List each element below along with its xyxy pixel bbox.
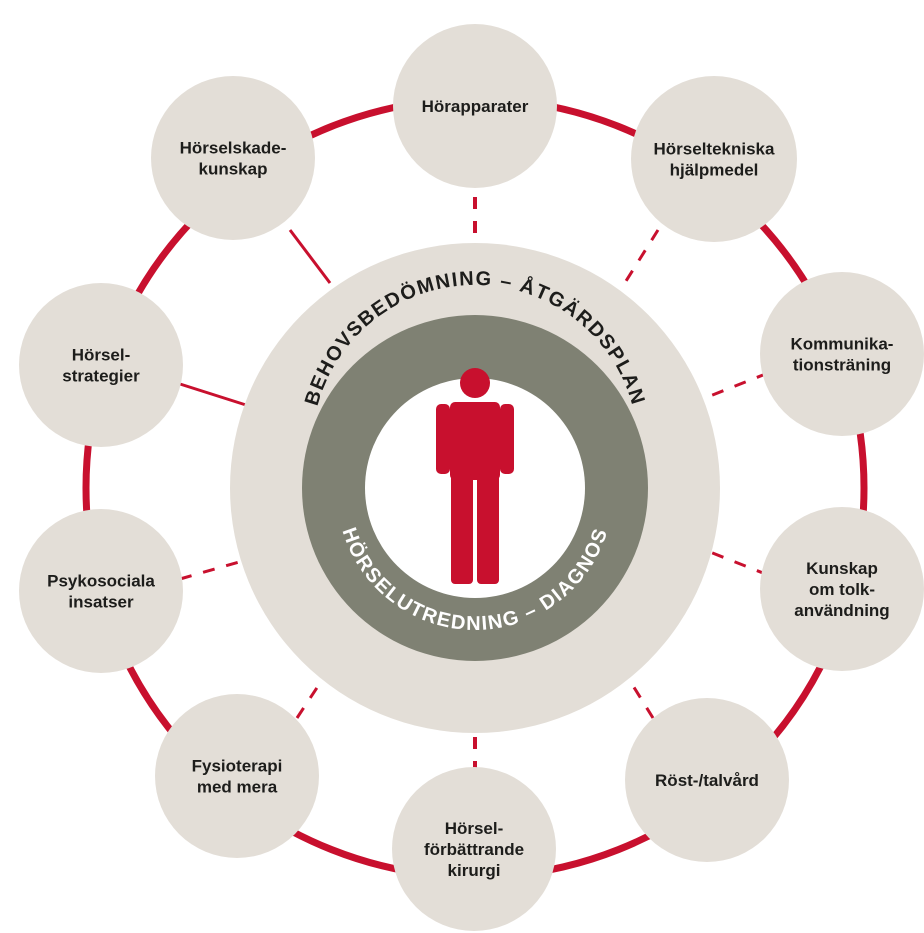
node-circle <box>19 283 183 447</box>
node-label: Hörsel-förbättrande kirurgi <box>424 819 524 880</box>
node-label: Hörapparater <box>422 97 529 116</box>
node-horapparater: Hörapparater <box>393 24 557 188</box>
node-label-line: strategier <box>62 367 140 386</box>
node-label: Hörsel-strategier <box>62 346 140 386</box>
node-label: Psykosociala insatser <box>47 572 155 612</box>
node-horselstrategier: Hörsel-strategier <box>19 283 183 447</box>
node-label-line: tionsträning <box>793 356 891 375</box>
node-label: Kommunika-tionsträning <box>791 335 894 375</box>
node-label-line: Hörselskade- <box>180 139 287 158</box>
node-kommunikationstraning: Kommunika-tionsträning <box>760 272 924 436</box>
center-disc <box>365 378 585 598</box>
node-label: Röst-/talvård <box>655 771 759 790</box>
spoke-horseltekniska <box>614 229 660 298</box>
node-psykosociala-insatser: Psykosociala insatser <box>19 509 183 673</box>
node-horselskadekunskap: Hörselskade-kunskap <box>151 76 315 240</box>
node-circle <box>393 24 557 188</box>
node-circle <box>631 76 797 242</box>
spoke-horselskadekunskap <box>288 229 332 284</box>
node-label-line: Hörsel- <box>445 819 504 838</box>
node-label-line: insatser <box>68 593 134 612</box>
node-label-line: kirurgi <box>448 861 501 880</box>
node-circle <box>392 767 556 931</box>
person-icon <box>436 368 514 584</box>
spoke-kommunikation <box>704 371 769 400</box>
node-label-line: kunskap <box>199 160 268 179</box>
node-label-line: Röst-/talvård <box>655 771 759 790</box>
node-label-line: Kunskap <box>806 559 878 578</box>
node-label-line: Psykosociala <box>47 572 155 591</box>
node-label-line: Kommunika- <box>791 335 894 354</box>
node-circle <box>151 76 315 240</box>
node-kunskap-om-tolkanvandning: Kunskap om tolk-användning <box>760 507 924 671</box>
node-label: Kunskap om tolk-användning <box>794 559 889 620</box>
node-circle <box>19 509 183 673</box>
node-rost-talvard: Röst-/talvård <box>625 698 789 862</box>
node-horseltekniska-hjalpmedel: Hörseltekniska hjälpmedel <box>631 76 797 242</box>
node-label: Fysioterapi med mera <box>192 757 283 797</box>
node-label-line: förbättrande <box>424 840 524 859</box>
spoke-horselstrategier <box>179 382 247 407</box>
node-horselforbattrande-kirurgi: Hörsel-förbättrande kirurgi <box>392 767 556 931</box>
node-circle <box>760 272 924 436</box>
node-fysioterapi-med-mera: Fysioterapi med mera <box>155 694 319 858</box>
node-label-line: Hörapparater <box>422 97 529 116</box>
spoke-psykosociala <box>179 558 247 581</box>
node-circle <box>625 698 789 862</box>
node-label-line: användning <box>794 601 889 620</box>
spoke-tolkanvandning <box>704 548 769 577</box>
node-circle <box>760 507 924 671</box>
node-label-line: Hörsel- <box>72 346 131 365</box>
node-label-line: med mera <box>197 778 278 797</box>
node-label: Hörselskade-kunskap <box>180 139 287 179</box>
node-label: Hörseltekniska hjälpmedel <box>654 140 775 180</box>
node-label-line: om tolk- <box>809 580 875 599</box>
node-label-line: Hörseltekniska <box>654 140 775 159</box>
node-circle <box>155 694 319 858</box>
node-label-line: Fysioterapi <box>192 757 283 776</box>
node-label-line: hjälpmedel <box>670 161 759 180</box>
